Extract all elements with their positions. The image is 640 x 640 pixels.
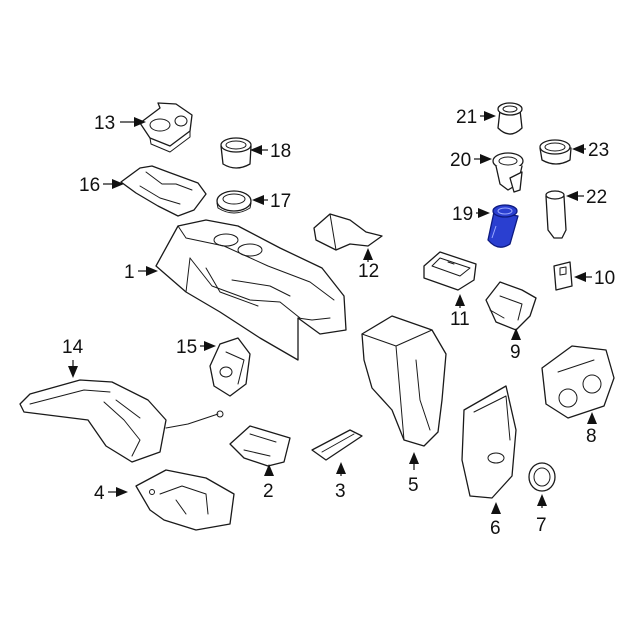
- callout-8: 8: [586, 412, 597, 447]
- callout-5: 5: [408, 452, 419, 496]
- part-18-cup-insert: [220, 137, 252, 169]
- callout-11: 11: [450, 294, 470, 330]
- callout-9-label: 9: [510, 342, 521, 363]
- callout-19: 19: [452, 204, 490, 225]
- part-13-bracket: [139, 102, 193, 153]
- callout-19-label: 19: [452, 204, 473, 225]
- callout-4: 4: [94, 483, 128, 504]
- part-12-trim-cover: [313, 213, 383, 251]
- callout-8-label: 8: [586, 426, 597, 447]
- callout-20: 20: [450, 150, 492, 171]
- part-14-brake-lever: [19, 379, 224, 463]
- callout-18-label: 18: [270, 141, 291, 162]
- callout-9: 9: [510, 328, 521, 363]
- callout-23-label: 23: [588, 140, 609, 161]
- callout-6-label: 6: [490, 518, 501, 539]
- callout-15-label: 15: [176, 337, 197, 358]
- callout-10: 10: [574, 268, 615, 289]
- part-1-console-body: [155, 219, 347, 361]
- callout-15: 15: [176, 337, 216, 358]
- callout-10-label: 10: [594, 268, 615, 289]
- callout-13-label: 13: [94, 113, 115, 134]
- part-6-side-trim: [461, 385, 517, 499]
- callout-18: 18: [250, 141, 291, 162]
- callout-3-label: 3: [335, 481, 346, 502]
- part-4-base-plate: [135, 469, 235, 531]
- callout-1: 1: [124, 262, 158, 283]
- callout-1-label: 1: [124, 262, 135, 283]
- part-10-connector: [553, 261, 573, 291]
- part-9-switch-bracket: [485, 281, 537, 331]
- part-22-plug: [545, 190, 567, 239]
- part-7-round-cap: [528, 462, 556, 492]
- part-15-actuator: [209, 337, 251, 397]
- callout-22-label: 22: [586, 187, 607, 208]
- callout-22: 22: [566, 187, 607, 208]
- part-21-cap: [497, 102, 523, 135]
- callout-3: 3: [335, 462, 346, 502]
- callout-21-label: 21: [456, 107, 477, 128]
- callout-16-label: 16: [79, 175, 100, 196]
- part-11-switch-panel: [423, 251, 477, 291]
- callout-14-label: 14: [62, 337, 84, 358]
- part-23-cup: [539, 139, 572, 165]
- callout-17-label: 17: [270, 191, 291, 212]
- part-5-console-bin: [361, 315, 447, 447]
- callout-20-label: 20: [450, 150, 471, 171]
- callout-7: 7: [536, 494, 547, 536]
- part-20-socket-housing: [492, 152, 524, 193]
- callout-11-label: 11: [450, 309, 470, 330]
- callout-6: 6: [490, 502, 501, 539]
- callout-5-label: 5: [408, 475, 419, 496]
- callout-4-label: 4: [94, 483, 105, 504]
- part-2-switch-bracket: [229, 425, 291, 467]
- part-19-power-socket-highlighted[interactable]: [487, 204, 519, 248]
- callout-14: 14: [62, 337, 84, 378]
- callout-7-label: 7: [536, 515, 547, 536]
- callout-23: 23: [572, 140, 609, 161]
- callout-21: 21: [456, 107, 496, 128]
- callout-16: 16: [79, 175, 124, 196]
- part-8-control-module: [541, 345, 615, 419]
- callout-2: 2: [263, 464, 274, 502]
- part-17-ring: [216, 190, 252, 214]
- part-3-bracket-strip: [311, 429, 363, 461]
- callout-12-label: 12: [358, 261, 379, 282]
- callout-2-label: 2: [263, 481, 274, 502]
- part-16-trim: [120, 165, 207, 217]
- callout-13: 13: [94, 113, 146, 134]
- callout-17: 17: [252, 191, 291, 212]
- callout-12: 12: [358, 248, 379, 282]
